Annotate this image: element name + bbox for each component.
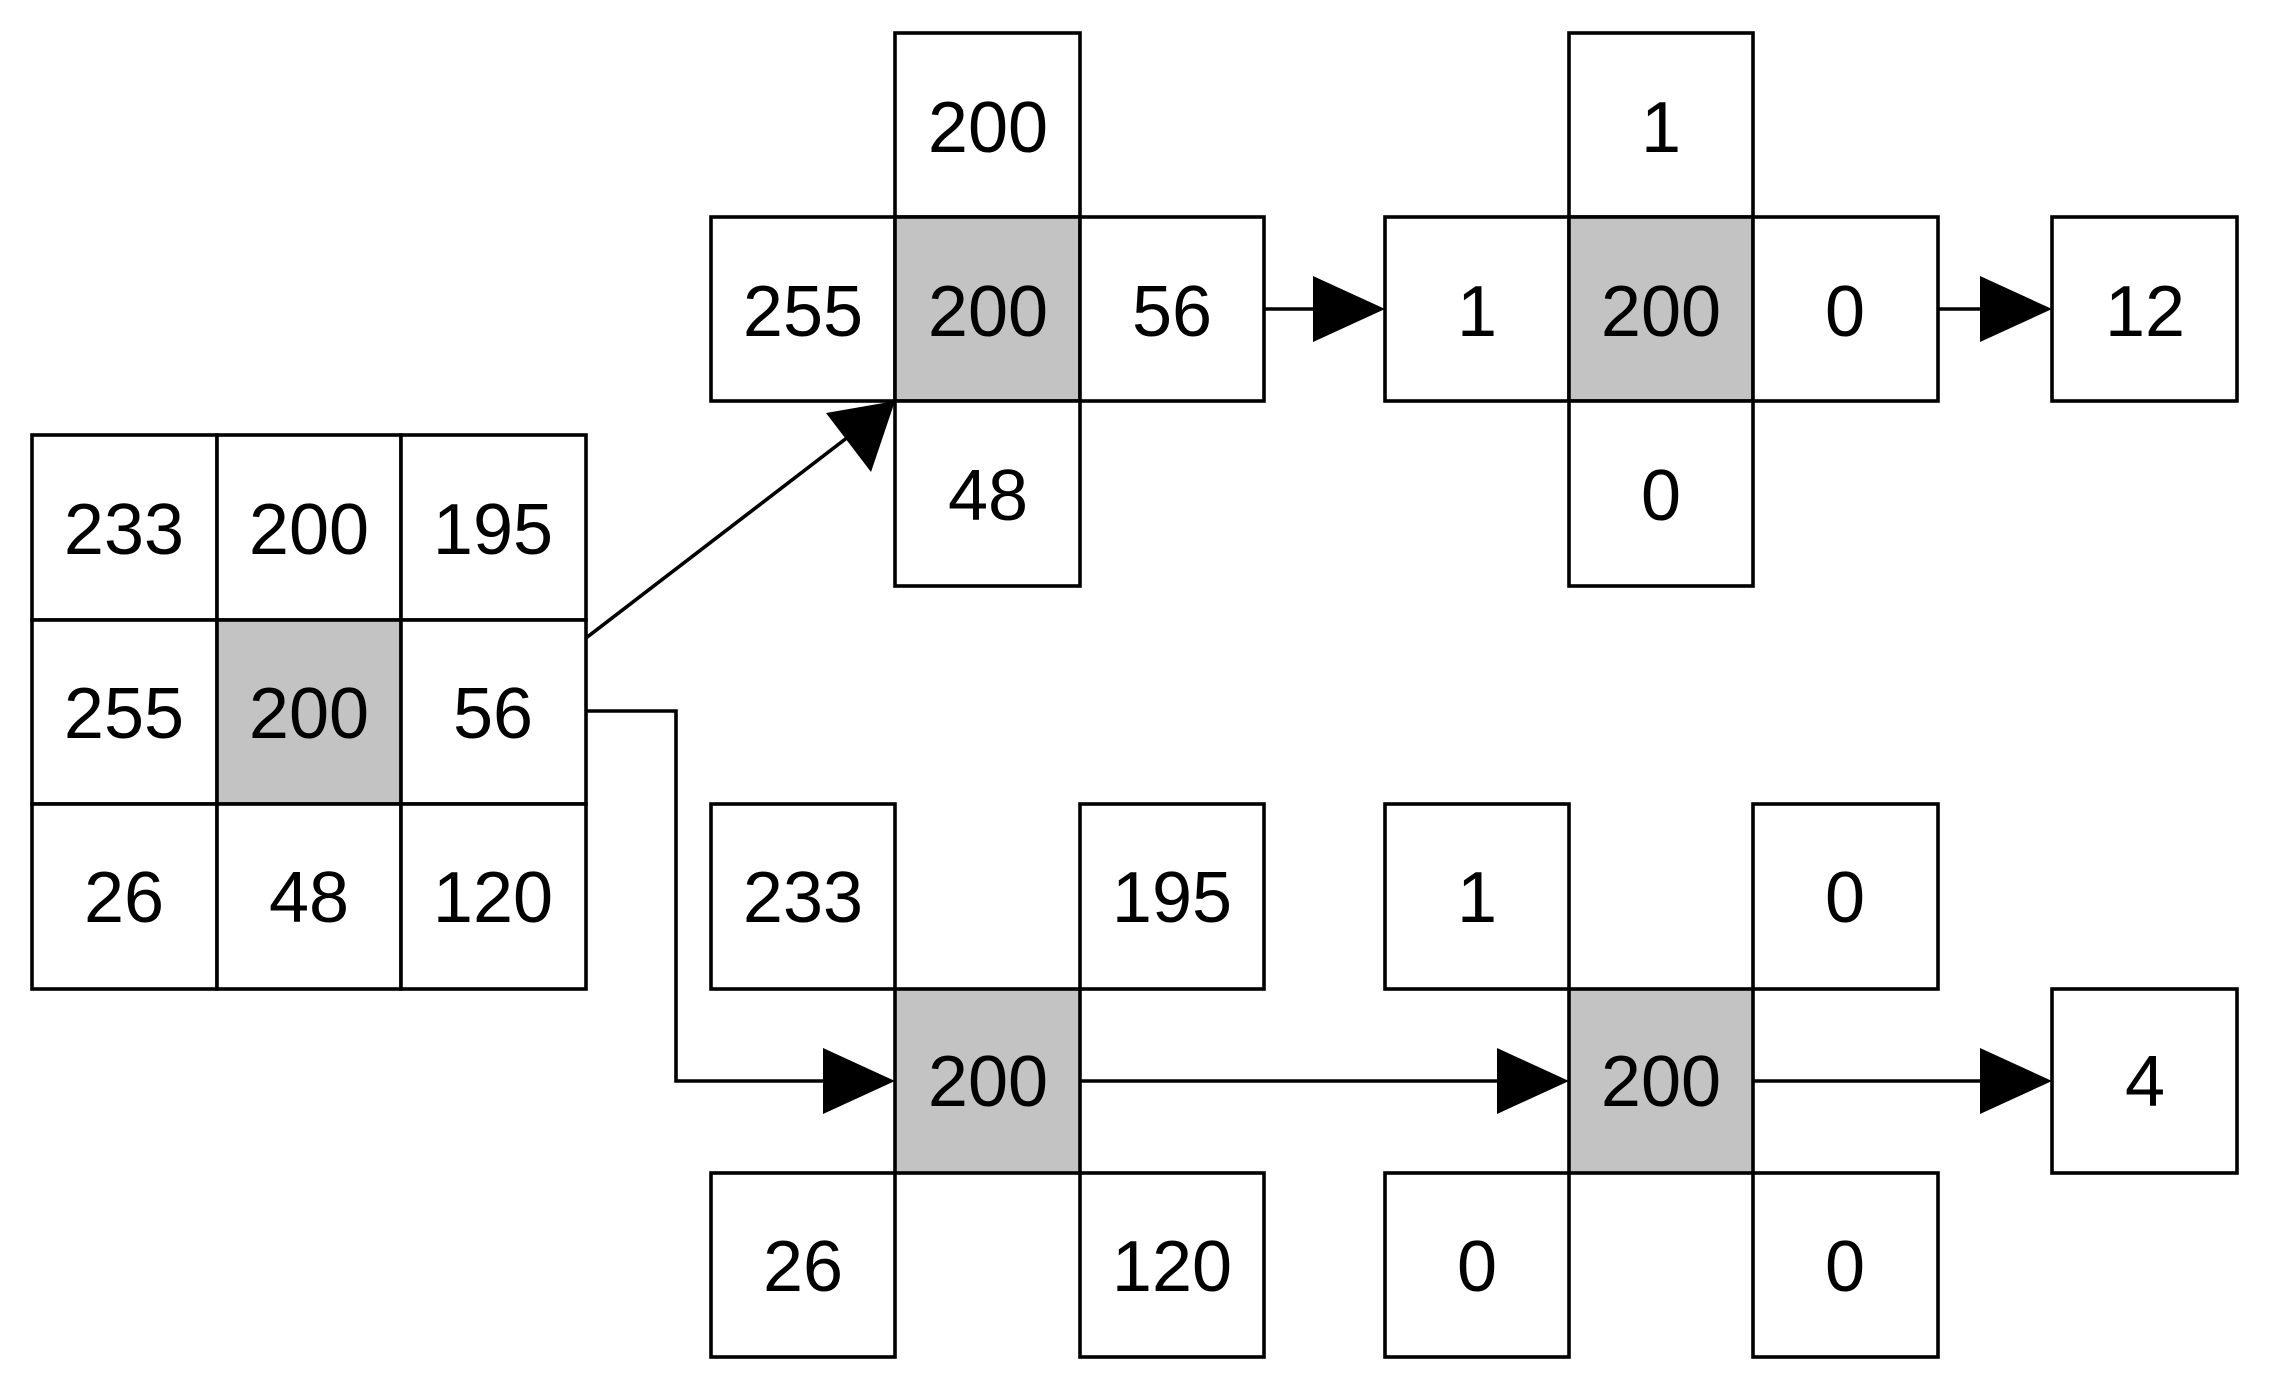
- diag-center-cell: [893, 987, 1082, 1175]
- diag-bottom-right-cell: [1078, 1171, 1266, 1359]
- input-value: 48: [269, 858, 349, 938]
- cross-result-value: 12: [2105, 272, 2185, 352]
- diagonal-neighbors: 233 195 200 26 120: [709, 802, 1266, 1359]
- cross-result-cell: [2050, 215, 2239, 403]
- diag-top-right-value: 195: [1112, 858, 1232, 938]
- diagonal-codes: 1 0 200 0 0: [1383, 802, 1940, 1359]
- arrow-input-to-cross-line: [584, 435, 850, 640]
- cross-code-bottom-cell: [1567, 399, 1755, 588]
- input-cell-0-0: [30, 433, 219, 622]
- diag-code-top-left-value: 1: [1457, 858, 1497, 938]
- diag-code-top-right-cell: [1751, 802, 1940, 991]
- diag-center-value: 200: [928, 1042, 1048, 1122]
- diagonal-result: 4: [2050, 987, 2239, 1175]
- cross-code-bottom-value: 0: [1641, 456, 1681, 536]
- cross-right-value: 56: [1132, 272, 1212, 352]
- cross-code-left-value: 1: [1457, 272, 1497, 352]
- input-value: 200: [249, 674, 369, 754]
- cross-center-cell: [893, 215, 1082, 403]
- input-value: 56: [453, 674, 533, 754]
- input-value: 200: [249, 490, 369, 570]
- diag-bottom-right-value: 120: [1112, 1227, 1232, 1307]
- diag-code-center-value: 200: [1601, 1042, 1721, 1122]
- input-cell-2-2: [399, 802, 588, 991]
- arrow-cross-to-codes-head: [1313, 276, 1385, 342]
- input-value: 120: [433, 858, 553, 938]
- diag-code-top-left-cell: [1383, 802, 1571, 991]
- diag-bottom-left-cell: [709, 1171, 897, 1359]
- input-cell-0-1: [215, 433, 403, 622]
- diag-code-center-cell: [1567, 987, 1755, 1175]
- arrow-diag-codes-to-result-head: [1980, 1048, 2052, 1114]
- cross-codes: 1 1 200 0 0: [1383, 31, 1940, 588]
- connectors: [584, 276, 2052, 1114]
- diag-top-left-cell: [709, 802, 897, 991]
- input-value: 255: [64, 674, 184, 754]
- arrow-input-to-diagonal-head: [823, 1048, 895, 1114]
- input-cell-1-2: [399, 618, 588, 806]
- input-cell-0-2: [399, 433, 588, 622]
- cross-neighbors: 200 255 200 56 48: [709, 31, 1266, 588]
- cross-code-center-cell: [1567, 215, 1755, 403]
- input-cell-2-0: [30, 802, 219, 991]
- input-grid: 233 200 195 255 200 56 26 48 120: [30, 433, 588, 991]
- cross-code-right-value: 0: [1825, 272, 1865, 352]
- cross-result: 12: [2050, 215, 2239, 403]
- diag-bottom-left-value: 26: [763, 1227, 843, 1307]
- cross-right-cell: [1078, 215, 1266, 403]
- diag-code-bottom-right-value: 0: [1825, 1227, 1865, 1307]
- cross-code-right-cell: [1751, 215, 1940, 403]
- cross-bottom-value: 48: [948, 456, 1028, 536]
- cross-center-value: 200: [928, 272, 1048, 352]
- diag-code-bottom-left-cell: [1383, 1171, 1571, 1359]
- input-value: 195: [433, 490, 553, 570]
- cross-top-value: 200: [928, 88, 1048, 168]
- diag-code-top-right-value: 0: [1825, 858, 1865, 938]
- cross-code-top-value: 1: [1641, 88, 1681, 168]
- cross-top-cell: [893, 31, 1082, 219]
- cross-left-value: 255: [743, 272, 863, 352]
- arrow-diagonal-to-codes-head: [1497, 1048, 1569, 1114]
- input-value: 26: [84, 858, 164, 938]
- diag-top-right-cell: [1078, 802, 1266, 991]
- diag-code-bottom-left-value: 0: [1457, 1227, 1497, 1307]
- input-value: 233: [64, 490, 184, 570]
- diag-code-bottom-right-cell: [1751, 1171, 1940, 1359]
- arrow-input-to-cross-head: [826, 401, 895, 472]
- cross-bottom-cell: [893, 399, 1082, 588]
- cross-code-center-value: 200: [1601, 272, 1721, 352]
- input-cell-2-1: [215, 802, 403, 991]
- diag-result-value: 4: [2125, 1042, 2165, 1122]
- diag-top-left-value: 233: [743, 858, 863, 938]
- arrow-codes-to-result-head: [1980, 276, 2052, 342]
- arrow-input-to-diagonal-line: [586, 709, 825, 1083]
